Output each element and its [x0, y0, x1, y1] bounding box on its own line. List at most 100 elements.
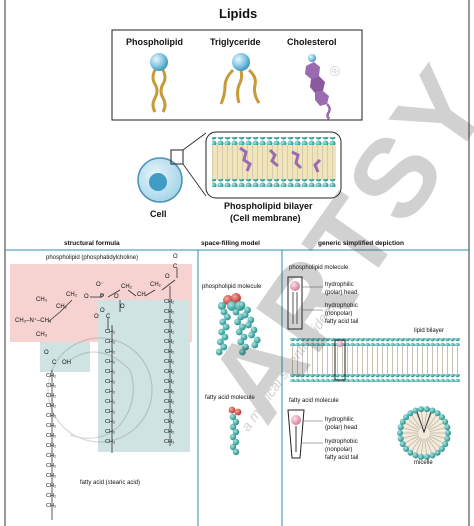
generic-phospholipid-diagram	[287, 276, 323, 330]
column-header-structural: structural formula	[64, 240, 120, 247]
generic-micelle-label: micelle	[414, 460, 433, 466]
teal-tail-box-2	[40, 342, 90, 372]
micelle-tail	[428, 418, 441, 430]
spacefill-atom	[215, 348, 223, 356]
ch2-label: CH₂	[164, 389, 175, 395]
spacefill-atom	[241, 311, 249, 319]
spacefill-atom	[229, 443, 237, 451]
micelle-head	[438, 445, 445, 452]
ch2-label: CH₂	[164, 349, 175, 355]
atom-ch2-a: CH₂	[56, 304, 67, 310]
micelle-head	[423, 406, 430, 413]
teal-tail-box-1	[98, 300, 190, 452]
ch2-label: CH₃	[46, 503, 57, 509]
triglyceride-icon	[219, 53, 261, 105]
ch2-label: CH₂	[105, 429, 116, 435]
micelle-head	[397, 430, 403, 436]
spacefill-atom	[232, 438, 240, 446]
ch2-label: CH₂	[105, 409, 116, 415]
atom-o-fa: O	[44, 350, 49, 356]
micelle-head	[403, 414, 410, 421]
micelle-tail	[424, 438, 427, 455]
generic-tail-label-1: hydrophobic	[325, 303, 358, 309]
spacefill-tails	[215, 301, 261, 356]
ch2-label: CH₂	[46, 373, 57, 379]
spacefill-atom	[242, 343, 250, 351]
ch2-label: CH₂	[46, 453, 57, 459]
micelle-head	[423, 453, 430, 460]
micelle-head	[407, 410, 414, 417]
fatty-acid-caption: fatty acid (stearic acid)	[80, 480, 141, 486]
label-bilayer-line2: (Cell membrane)	[230, 213, 301, 223]
ch2-label: CH₂	[46, 393, 57, 399]
atom-c-mid: C	[106, 314, 111, 320]
spacefill-atom	[245, 321, 252, 329]
micelle-head	[418, 406, 425, 413]
label-bilayer-line1: Phospholipid bilayer	[224, 201, 313, 211]
spacefill-atom	[239, 348, 246, 356]
phospholipid-icon	[150, 53, 168, 113]
ch2-label: CH₂	[105, 359, 116, 365]
ch2-label: CH₂	[46, 473, 57, 479]
spacefill-atom	[224, 313, 231, 321]
atom-o-minus: O⁻	[96, 282, 104, 288]
micelle-head	[429, 452, 436, 459]
micelle-tail	[427, 437, 437, 452]
atom-o-dbl: O	[100, 308, 105, 314]
micelle-head	[399, 418, 406, 425]
generic-tail-label-2: (nonpolar)	[325, 311, 353, 317]
ch2-label: CH₂	[164, 379, 175, 385]
micelle-head	[412, 452, 419, 459]
spacefill-atom	[232, 428, 240, 436]
micelle-tail	[421, 411, 424, 428]
ch2-label: CH₂	[164, 299, 175, 305]
spacefill-atom	[232, 448, 240, 456]
micelle-tail	[424, 411, 427, 428]
spacefill-atom	[229, 413, 237, 421]
ch2-label: CH₂	[105, 419, 116, 425]
spacefill-atom	[237, 338, 245, 346]
generic-fa-head-label-2: (polar) head	[325, 425, 358, 431]
column-header-spacefill: space-filling model	[201, 240, 260, 247]
generic-fa-head-label-1: hydrophilic	[325, 417, 354, 423]
spacefill-atom	[232, 418, 240, 426]
ch2-label: CH₂	[164, 369, 175, 375]
spacefill-atom	[219, 318, 227, 326]
generic-bilayer-label: lipid bilayer	[414, 328, 445, 334]
micelle-head	[444, 424, 451, 431]
micelle-head	[438, 414, 445, 421]
generic-lipid-bilayer	[290, 338, 460, 382]
ch2-label: CH₂	[46, 383, 57, 389]
ch2-label: CH₂	[164, 309, 175, 315]
micelle-head	[399, 441, 406, 448]
micelle-head	[442, 441, 449, 448]
structural-caption: phospholipid (phosphatidylcholine)	[46, 255, 139, 261]
atom-o-b: O	[114, 294, 119, 300]
generic-fatty-acid-label: fatty acid molecule	[289, 398, 339, 404]
ch2-label: CH₂	[164, 329, 175, 335]
micelle-head	[397, 424, 404, 431]
generic-fa-tail-label-2: (nonpolar)	[325, 447, 353, 453]
micelle-tail	[402, 427, 419, 432]
micelle-tail	[429, 434, 446, 439]
micelle-tail	[407, 436, 420, 448]
cholesterol-icon	[305, 54, 331, 120]
ch2-label: CH₂	[105, 339, 116, 345]
spacefill-atom	[251, 341, 259, 349]
micelle-head	[434, 410, 441, 417]
generic-fa-tail-label-3: fatty acid tail	[325, 455, 359, 461]
spacefill-atom	[240, 333, 248, 341]
fatty-acid-tail-bonds	[51, 286, 171, 520]
label-cell: Cell	[150, 209, 167, 219]
atom-ch3-top: CH₃	[36, 297, 48, 303]
micelle-tail	[428, 436, 441, 448]
spacefill-atom	[235, 328, 243, 336]
micelle-head	[445, 430, 451, 436]
spacefill-atom	[234, 408, 242, 416]
micelle-tail	[429, 435, 444, 444]
micelle-tail	[407, 418, 420, 430]
spacefill-atom	[220, 343, 228, 351]
micelle-tail	[402, 434, 419, 439]
micelle-tail	[404, 422, 419, 431]
spacefill-fatty-acid	[228, 406, 242, 456]
